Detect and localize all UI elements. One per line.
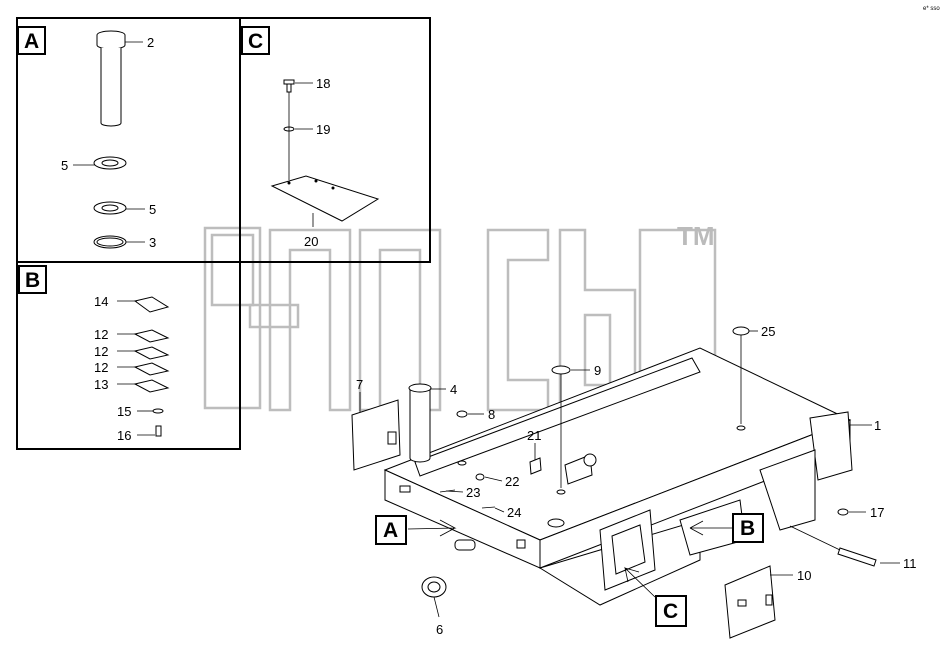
part-number-15: 15 xyxy=(117,404,131,419)
part-number-20: 20 xyxy=(304,234,318,249)
part-number-17: 17 xyxy=(870,505,884,520)
part-number-5: 5 xyxy=(149,202,156,217)
part-number-24: 24 xyxy=(507,505,521,520)
inset-panel-b: B 14 12 12 12 13 15 16 xyxy=(16,261,241,450)
corner-mark: e* sso xyxy=(923,6,940,12)
inset-panel-c: C 18 19 20 xyxy=(239,17,431,263)
inset-panel-a: A 2 5 5 3 xyxy=(16,17,241,263)
part-number-23: 23 xyxy=(466,485,480,500)
part-number-4: 4 xyxy=(450,382,457,397)
part-number-10: 10 xyxy=(797,568,811,583)
part-number-14: 14 xyxy=(94,294,108,309)
callout-b: B xyxy=(689,513,764,543)
part-number-9: 9 xyxy=(594,363,601,378)
part-number-18: 18 xyxy=(316,76,330,91)
part-number-7: 7 xyxy=(356,377,363,392)
part-number-16: 16 xyxy=(117,428,131,443)
part-number-13: 13 xyxy=(94,377,108,392)
part-number-12: 12 xyxy=(94,344,108,359)
part-number-6: 6 xyxy=(436,622,443,637)
callout-c: C xyxy=(624,566,687,627)
part-number-11: 11 xyxy=(903,556,917,571)
part-number-8: 8 xyxy=(488,407,495,422)
part-number-2: 2 xyxy=(147,35,154,50)
part-number-3: 3 xyxy=(149,235,156,250)
view-label-c: C xyxy=(248,30,263,53)
callout-label-b: B xyxy=(740,517,755,540)
part-number-19: 19 xyxy=(316,122,330,137)
main-frame xyxy=(351,326,900,639)
part-number-21: 21 xyxy=(527,428,541,443)
part-number-22: 22 xyxy=(505,474,519,489)
part-number-12: 12 xyxy=(94,360,108,375)
callout-label-a: A xyxy=(383,519,398,542)
view-label-b: B xyxy=(25,269,40,292)
view-label-a: A xyxy=(24,30,39,53)
part-number-5: 5 xyxy=(61,158,68,173)
trademark-text: TM xyxy=(677,221,715,251)
part-number-25: 25 xyxy=(761,324,775,339)
callout-label-c: C xyxy=(663,600,678,623)
part-number-1: 1 xyxy=(874,418,881,433)
part-number-12: 12 xyxy=(94,327,108,342)
callout-a: A xyxy=(375,515,457,545)
